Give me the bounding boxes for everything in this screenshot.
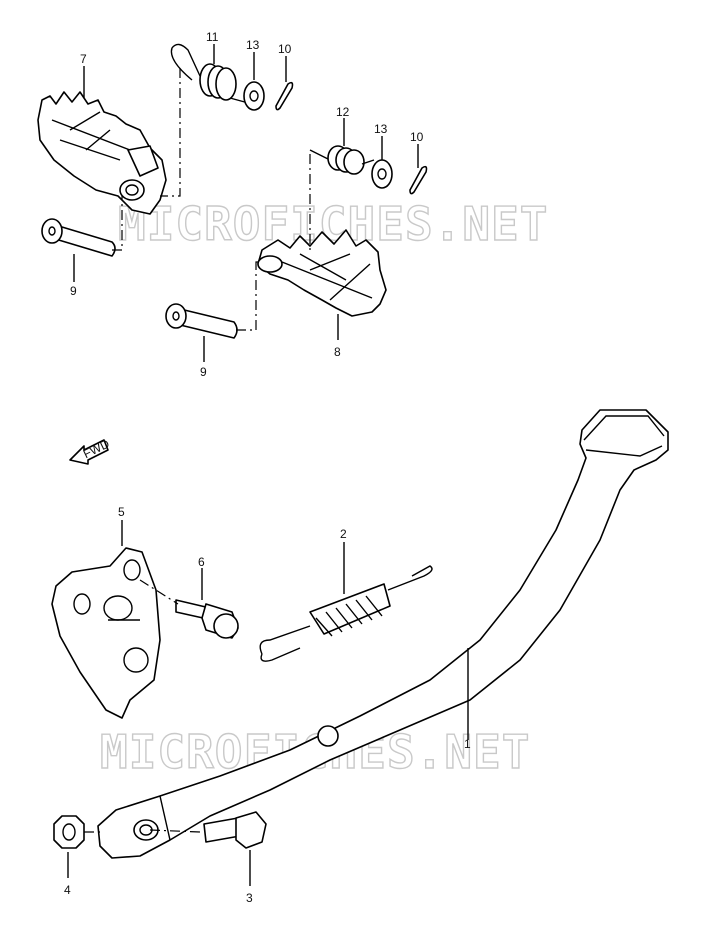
callout-11: 11 [206,30,219,64]
stand-spring[interactable] [259,565,433,662]
svg-text:13: 13 [246,38,260,52]
footrest-right[interactable] [257,229,387,317]
callout-5: 5 [118,505,125,546]
footrest-pin-upper[interactable] [41,218,116,257]
svg-text:3: 3 [246,891,253,905]
assembly-line-a [160,68,181,197]
svg-text:1: 1 [464,737,471,751]
callout-3: 3 [246,850,253,905]
svg-text:12: 12 [336,105,350,119]
svg-text:10: 10 [410,130,424,144]
washer-upper[interactable] [243,81,265,111]
svg-text:6: 6 [198,555,205,569]
callout-13-right: 13 [374,122,388,160]
assembly-line-d [236,261,262,331]
svg-text:9: 9 [70,284,77,298]
stand-nut[interactable] [53,815,85,849]
callout-6: 6 [198,555,205,600]
footrest-left[interactable] [37,91,167,215]
footrest-spring-right[interactable] [309,145,375,175]
svg-text:9: 9 [200,365,207,379]
washer-right[interactable] [371,159,393,189]
callout-9-lower: 9 [200,336,207,379]
cotter-pin-right[interactable] [409,165,428,195]
svg-text:2: 2 [340,527,347,541]
callout-9-upper: 9 [70,254,77,298]
assembly-line-b [112,196,123,251]
footrest-pin-lower[interactable] [165,303,238,339]
svg-text:7: 7 [80,52,87,66]
bracket-bolt[interactable] [175,599,239,639]
stand-pivot-bolt[interactable] [203,811,267,849]
svg-text:13: 13 [374,122,388,136]
stand-bracket[interactable] [51,547,161,719]
callout-2: 2 [340,527,347,594]
assembly-line-g [149,829,201,833]
svg-text:11: 11 [206,30,219,44]
forward-arrow-icon: FWD [69,436,112,465]
callout-10-right: 10 [410,130,424,168]
callout-12: 12 [336,105,350,146]
svg-text:10: 10 [278,42,292,56]
callout-7: 7 [80,52,87,98]
callout-4: 4 [64,852,71,897]
callout-10-upper: 10 [278,42,292,82]
svg-text:8: 8 [334,345,341,359]
callout-13-upper: 13 [246,38,260,80]
footrest-spring-left[interactable] [170,43,253,105]
callout-8: 8 [334,314,341,359]
callout-1: 1 [464,648,471,751]
fwd-label: FWD [81,436,112,461]
side-stand[interactable] [97,409,669,859]
svg-text:4: 4 [64,883,71,897]
assembly-line-e [139,579,179,605]
svg-text:5: 5 [118,505,125,519]
cotter-pin-upper[interactable] [275,81,294,111]
